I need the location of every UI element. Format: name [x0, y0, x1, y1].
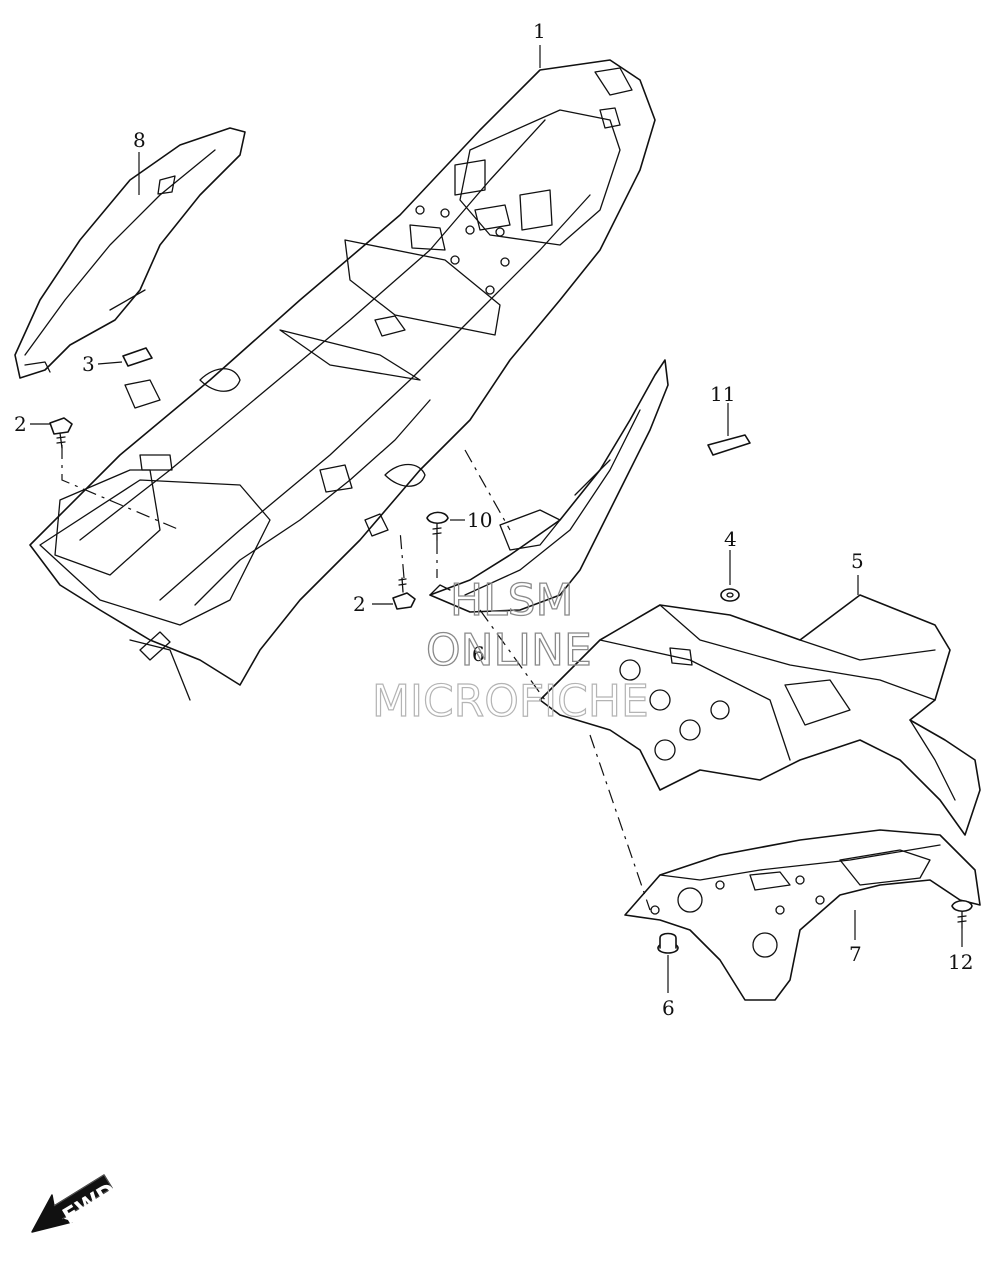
part-2-bolt-upper — [49, 417, 73, 449]
assembly-lines — [61, 445, 651, 911]
watermark: HLSM ONLINE MICROFICHE — [371, 574, 649, 727]
fwd-arrow-icon: FWD — [31, 1174, 121, 1233]
part-1-seat-tail-frame — [29, 59, 656, 701]
callout-1: 1 — [533, 19, 546, 43]
callout-6-upper: 6 — [472, 642, 485, 666]
callout-labels: 1 8 3 2 11 10 4 5 2 6 7 12 6 — [14, 19, 973, 1020]
part-2-bolt-lower — [392, 577, 416, 610]
callout-3: 3 — [82, 352, 95, 376]
callout-5: 5 — [851, 549, 864, 573]
part-7-plate-bracket — [624, 829, 981, 1001]
callout-10: 10 — [467, 508, 492, 532]
callout-6-lower: 6 — [662, 996, 675, 1020]
watermark-line-2: ONLINE — [426, 625, 592, 676]
callout-7: 7 — [849, 942, 862, 966]
callout-2-upper: 2 — [14, 412, 27, 436]
callout-8: 8 — [133, 128, 146, 152]
part-12-screw — [951, 899, 973, 929]
callout-4: 4 — [724, 527, 737, 551]
part-6-grommet — [657, 932, 679, 954]
callout-12: 12 — [948, 950, 973, 974]
watermark-line-3: MICROFICHE — [372, 676, 649, 727]
callout-11: 11 — [710, 382, 735, 406]
leader-lines — [30, 45, 963, 993]
part-3-pad — [122, 347, 153, 367]
part-4-washer — [720, 588, 740, 602]
part-11-pad — [707, 434, 751, 456]
part-10-screw — [426, 511, 449, 541]
part-8-side-cover-left — [14, 127, 246, 379]
callout-2-lower: 2 — [353, 592, 366, 616]
watermark-line-1: HLSM — [450, 575, 574, 626]
part-5-rear-fender — [539, 594, 981, 836]
part-6-side-cover-right — [429, 359, 669, 613]
